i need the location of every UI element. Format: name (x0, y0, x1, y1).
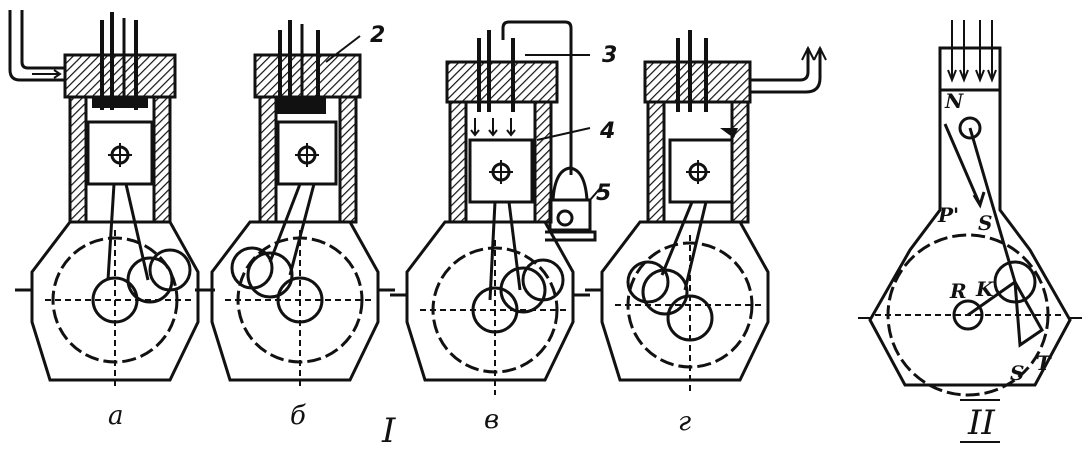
group-label-second: II (967, 403, 995, 443)
piston (668, 138, 734, 204)
engine-d (585, 30, 827, 392)
part-number-4: 4 (599, 119, 615, 144)
engine-force-diagram (858, 20, 1082, 397)
force-label-n: N (944, 89, 964, 113)
fuel-pump (551, 166, 589, 202)
fuel-line (501, 20, 573, 175)
stage-label-v: в (484, 405, 499, 435)
crankcase (868, 88, 1072, 387)
force-label-s-rod: S (978, 211, 992, 235)
force-label-s-crank: S (1010, 361, 1024, 385)
force-label-t: T (1036, 351, 1053, 375)
force-label-p-prime: P' (937, 203, 959, 227)
part-number-3: 3 (602, 43, 617, 68)
crankcase (405, 220, 575, 382)
engine-b (195, 20, 395, 390)
engine-c (390, 20, 604, 395)
piston (276, 120, 338, 186)
intake-pipe (8, 10, 65, 82)
force-label-k: K (975, 277, 995, 301)
part-number-2: 2 (370, 23, 385, 48)
part-number-5: 5 (596, 181, 611, 206)
cylinder-wall-right (152, 93, 172, 224)
piston (468, 138, 534, 204)
stage-label-b: б (290, 401, 306, 431)
engine-a (8, 10, 215, 390)
cylinder-wall-left (68, 93, 88, 224)
piston (86, 120, 154, 186)
stage-label-g: г (678, 407, 691, 437)
group-label-first: I (381, 411, 396, 451)
stage-label-a: а (108, 401, 124, 431)
cylinder-head (63, 53, 177, 99)
exhaust-pipe (750, 48, 822, 94)
force-label-r: R (949, 279, 967, 303)
